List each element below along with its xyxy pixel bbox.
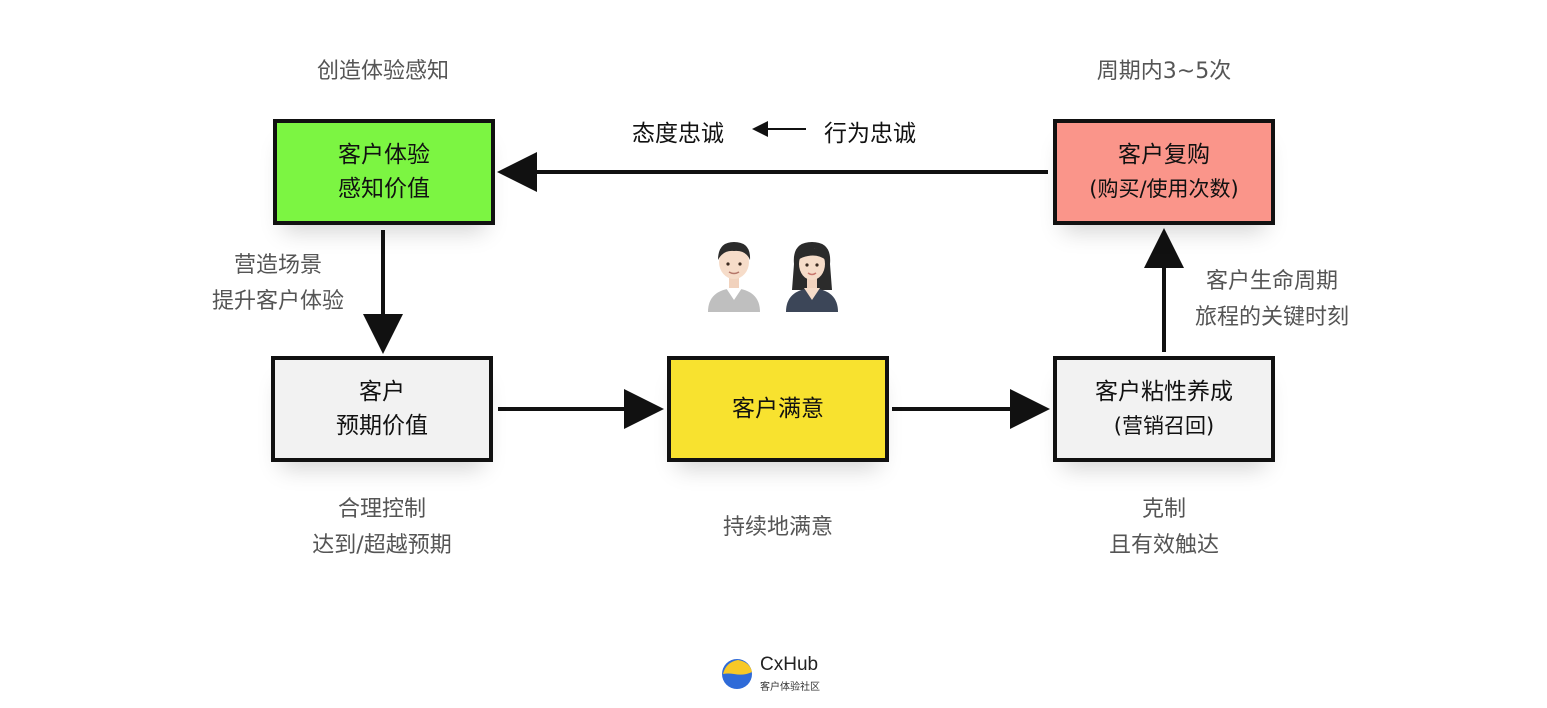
label-continuous-satisfaction: 持续地满意: [678, 510, 878, 546]
label-restrained-reach-line1: 克制: [1141, 497, 1186, 522]
logo-tagline: 客户体验社区: [760, 682, 820, 693]
box-satisfaction-line1: 客户满意: [732, 396, 824, 422]
label-expectation-control-line2: 达到/超越预期: [312, 533, 452, 558]
people-group: [704, 234, 842, 312]
behavior-loyalty-label: 行为忠诚: [824, 114, 916, 148]
label-repurchase-frequency: 周期内3~5次: [1064, 54, 1264, 90]
label-expectation-control-line1: 合理控制: [337, 497, 426, 522]
label-build-scene: 营造场景 提升客户体验: [188, 248, 368, 320]
label-lifecycle-line1: 客户生命周期: [1205, 269, 1338, 294]
man-icon: [708, 242, 760, 312]
box-experience-line2: 感知价值: [338, 176, 430, 202]
attitude-loyalty-label: 态度忠诚: [632, 114, 724, 148]
label-lifecycle-line2: 旅程的关键时刻: [1194, 305, 1349, 330]
box-expectation-line1: 客户: [359, 379, 405, 405]
attitude-loyalty-text: 态度忠诚: [632, 121, 724, 147]
woman-icon: [786, 242, 838, 312]
box-repurchase-line1: 客户复购: [1118, 142, 1210, 168]
box-expected-value: 客户 预期价值: [271, 356, 493, 462]
label-restrained-reach: 克制 且有效触达: [1064, 492, 1264, 564]
label-lifecycle: 客户生命周期 旅程的关键时刻: [1172, 264, 1372, 336]
behavior-loyalty-text: 行为忠诚: [824, 121, 916, 147]
box-satisfaction: 客户满意: [667, 356, 889, 462]
label-repurchase-frequency-text: 周期内3~5次: [1096, 59, 1232, 84]
box-stickiness-line1: 客户粘性养成: [1095, 379, 1233, 405]
label-create-experience-text: 创造体验感知: [316, 59, 449, 84]
label-create-experience: 创造体验感知: [283, 54, 483, 90]
label-build-scene-line2: 提升客户体验: [211, 289, 344, 314]
label-expectation-control: 合理控制 达到/超越预期: [282, 492, 482, 564]
box-experience-line1: 客户体验: [338, 142, 430, 168]
box-repurchase-line2: (购买/使用次数): [1089, 177, 1239, 201]
label-continuous-satisfaction-text: 持续地满意: [722, 515, 833, 540]
box-stickiness-line2: (营销召回): [1113, 414, 1215, 438]
label-build-scene-line1: 营造场景: [233, 253, 322, 278]
box-expectation-line2: 预期价值: [336, 413, 428, 439]
label-restrained-reach-line2: 且有效触达: [1108, 533, 1219, 558]
box-stickiness: 客户粘性养成 (营销召回): [1053, 356, 1275, 462]
logo-name: CxHub: [760, 654, 819, 675]
cxhub-logo-mark-icon: [722, 659, 752, 689]
box-experience-value: 客户体验 感知价值: [273, 119, 495, 225]
box-repurchase: 客户复购 (购买/使用次数): [1053, 119, 1275, 225]
cxhub-logo: CxHub 客户体验社区: [720, 654, 840, 696]
